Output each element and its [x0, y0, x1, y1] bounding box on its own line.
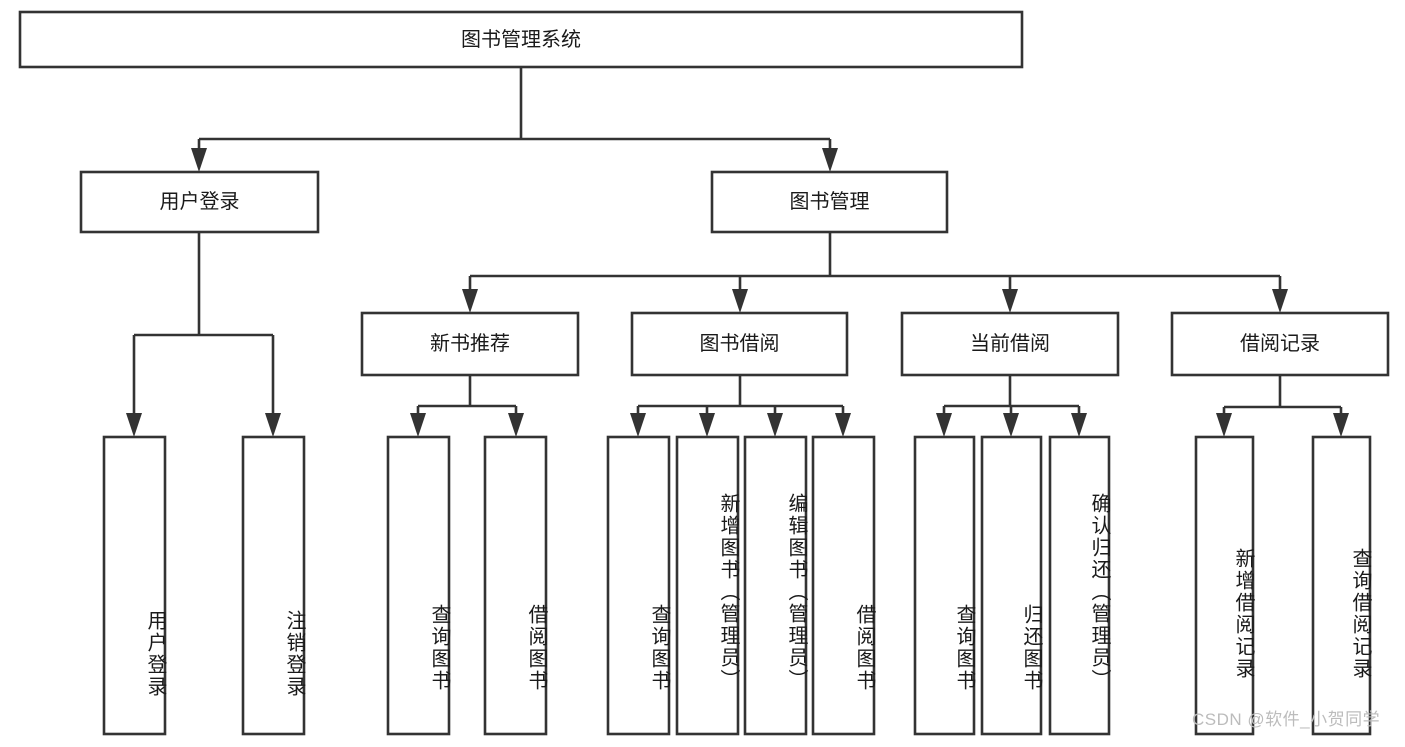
edge-group-current-borrow — [936, 375, 1087, 437]
arrow-head-leaf-return-book — [1003, 413, 1019, 437]
node-leaf-user-login-box[interactable] — [102, 435, 167, 736]
node-leaf-query-record-box[interactable] — [1311, 435, 1372, 736]
node-leaf-borrow-query-book-box[interactable] — [606, 435, 671, 736]
node-leaf-add-book-box[interactable] — [675, 435, 740, 736]
node-leaf-edit-book-box[interactable] — [743, 435, 808, 736]
node-leaf-user-logout-box[interactable] — [241, 435, 306, 736]
arrow-head-book-manage — [822, 148, 838, 172]
node-book-manage-label: 图书管理 — [790, 190, 870, 213]
arrow-head-new-book-rec — [462, 289, 478, 313]
node-root-box[interactable] — [18, 10, 1024, 69]
csdn-watermark: CSDN @软件_小贺同学 — [1192, 710, 1381, 729]
node-leaf-confirm-return-box[interactable] — [1048, 435, 1111, 736]
arrow-head-leaf-user-login — [126, 413, 142, 437]
node-leaf-borrow-book-box[interactable] — [811, 435, 876, 736]
node-current-borrow[interactable]: 当前借阅 — [900, 311, 1120, 377]
node-book-borrow[interactable]: 图书借阅 — [630, 311, 849, 377]
edge-group-root — [191, 67, 838, 172]
arrow-head-book-borrow — [732, 289, 748, 313]
arrow-head-leaf-user-logout — [265, 413, 281, 437]
node-leaf-cur-query-book-box[interactable] — [913, 435, 976, 736]
node-current-borrow-box[interactable] — [900, 311, 1120, 377]
arrow-head-leaf-borrow-book — [835, 413, 851, 437]
arrow-head-leaf-confirm-return — [1071, 413, 1087, 437]
node-borrow-record-box[interactable] — [1170, 311, 1390, 377]
edge-group-borrow-record — [1216, 375, 1349, 437]
arrow-head-leaf-edit-book — [767, 413, 783, 437]
edge-group-new-book-rec — [410, 375, 524, 437]
arrow-head-leaf-rec-query-book — [410, 413, 426, 437]
node-borrow-record-label: 借阅记录 — [1240, 332, 1320, 355]
arrow-head-leaf-borrow-query-book — [630, 413, 646, 437]
edge-group-book-manage — [462, 232, 1288, 313]
node-new-book-rec-box[interactable] — [360, 311, 580, 377]
node-new-book-rec[interactable]: 新书推荐 — [360, 311, 580, 377]
node-new-book-rec-label: 新书推荐 — [430, 332, 510, 355]
node-user-login-box[interactable] — [79, 170, 320, 234]
edge-group-book-borrow — [630, 375, 851, 437]
arrow-head-leaf-add-record — [1216, 413, 1232, 437]
node-root-label: 图书管理系统 — [461, 28, 581, 51]
node-book-manage[interactable]: 图书管理 — [710, 170, 949, 234]
arrow-head-leaf-query-record — [1333, 413, 1349, 437]
node-leaf-rec-query-book-box[interactable] — [386, 435, 451, 736]
node-user-login[interactable]: 用户登录 — [79, 170, 320, 234]
arrow-head-user-login — [191, 148, 207, 172]
arrow-head-leaf-rec-borrow-book — [508, 413, 524, 437]
node-book-borrow-box[interactable] — [630, 311, 849, 377]
node-user-login-label: 用户登录 — [160, 190, 240, 213]
node-leaf-return-book-box[interactable] — [980, 435, 1043, 736]
node-book-manage-box[interactable] — [710, 170, 949, 234]
node-leaf-rec-borrow-book-box[interactable] — [483, 435, 548, 736]
node-leaf-add-record-box[interactable] — [1194, 435, 1255, 736]
arrow-head-leaf-add-book — [699, 413, 715, 437]
node-current-borrow-label: 当前借阅 — [970, 332, 1050, 355]
edge-group-user-login — [126, 232, 281, 437]
arrow-head-current-borrow — [1002, 289, 1018, 313]
arrow-head-leaf-cur-query-book — [936, 413, 952, 437]
node-borrow-record[interactable]: 借阅记录 — [1170, 311, 1390, 377]
arrow-head-borrow-record — [1272, 289, 1288, 313]
node-root[interactable]: 图书管理系统 — [18, 10, 1024, 69]
node-book-borrow-label: 图书借阅 — [700, 332, 780, 355]
